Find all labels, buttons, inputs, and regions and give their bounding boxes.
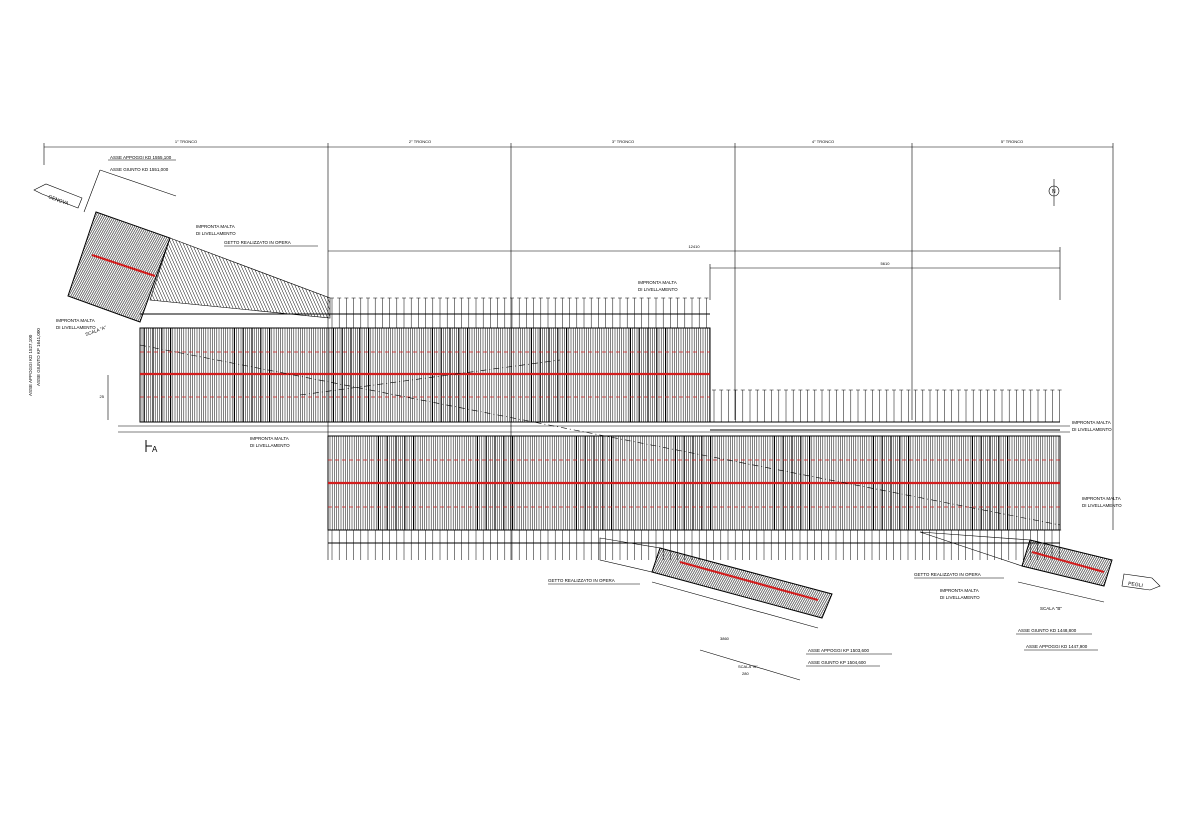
impronta-3b: DI LIVELLAMENTO	[56, 325, 96, 330]
section-mark-label: A	[152, 445, 158, 454]
getto-2: GETTO REALIZZATO IN OPERA	[548, 578, 615, 583]
right-upper-pegs	[710, 389, 1062, 431]
bc-asse-approccio: ASSE APPOGGI KP 1503,600	[808, 648, 869, 653]
left-asse-giunto: ASSE GIUNTO KP 1641,000	[36, 328, 41, 386]
lower-deck	[327, 435, 1062, 560]
impronta-1b: DI LIVELLAMENTO	[196, 231, 236, 236]
top-dimension-line: 1° TRONCO 2° TRONCO 3° TRONCO 4° TRONCO …	[43, 139, 1114, 560]
impronta-7a: IMPRONTA MALTA	[940, 588, 979, 593]
bc-asse-giunto: ASSE GIUNTO KP 1504,600	[808, 660, 866, 665]
section-mark: A	[145, 440, 158, 454]
impronta-4b: DI LIVELLAMENTO	[250, 443, 290, 448]
impronta-2a: IMPRONTA MALTA	[638, 280, 677, 285]
dim-segment-3: 3° TRONCO	[612, 139, 634, 144]
direction-pegli-label: PEGLI	[1128, 581, 1143, 589]
deck-dimension-lines: 12410 5610 25	[100, 244, 1061, 420]
left-asse-approccio: ASSE APPOGGI KD 1527,100	[28, 334, 33, 396]
bottom-ramp-scale2: 280	[742, 671, 749, 676]
impronta-3a: IMPRONTA MALTA	[56, 318, 95, 323]
dim-segment-2: 2° TRONCO	[409, 139, 431, 144]
impronta-5a: IMPRONTA MALTA	[1072, 420, 1111, 425]
deck-divider	[118, 425, 1070, 433]
direction-pegli: PEGLI	[1121, 573, 1161, 591]
impronta-6b: DI LIVELLAMENTO	[1082, 503, 1122, 508]
impronta-5b: DI LIVELLAMENTO	[1072, 427, 1112, 432]
upper-deck	[139, 297, 711, 423]
tl-asse-approccio: ASSE APPOGGI KD 1555,100	[110, 155, 172, 160]
bottom-ramp-scale: SCALA "B"	[738, 664, 758, 669]
dim-segment-1: 1° TRONCO	[175, 139, 197, 144]
getto-3: GETTO REALIZZATO IN OPERA	[914, 572, 981, 577]
tl-asse-giunto: ASSE GIUNTO KD 1551,000	[110, 167, 169, 172]
dim-width-left: 25	[100, 394, 105, 399]
annotations: ASSE APPOGGI KD 1555,100 ASSE GIUNTO KD …	[28, 155, 1122, 667]
impronta-1a: IMPRONTA MALTA	[196, 224, 235, 229]
getto-1: GETTO REALIZZATO IN OPERA	[224, 240, 291, 245]
bottom-center-ramp: 3860 SCALA "B" 280	[599, 537, 833, 681]
north-arrow-icon: N	[1048, 179, 1060, 206]
br-asse-approccio: ASSE APPOGGI KD 1447,900	[1026, 644, 1088, 649]
alignment-axis	[139, 344, 1061, 526]
top-left-ramp	[67, 159, 331, 323]
direction-genova: GENOVA	[33, 183, 83, 209]
br-asse-giunto: ASSE GIUNTO KD 1448,800	[1018, 628, 1077, 633]
impronta-2b: DI LIVELLAMENTO	[638, 287, 678, 292]
impronta-7b: DI LIVELLAMENTO	[940, 595, 980, 600]
dim-deck-upper: 12410	[688, 244, 700, 249]
impronta-4a: IMPRONTA MALTA	[250, 436, 289, 441]
dim-deck-lower: 5610	[881, 261, 891, 266]
impronta-6a: IMPRONTA MALTA	[1082, 496, 1121, 501]
dim-segment-4: 4° TRONCO	[812, 139, 834, 144]
dim-segment-5: 5° TRONCO	[1001, 139, 1023, 144]
direction-genova-label: GENOVA	[47, 194, 69, 207]
north-label: N	[1052, 189, 1056, 195]
bottom-ramp-dim: 3860	[720, 636, 730, 641]
br-scala: SCALA "B"	[1040, 606, 1062, 611]
